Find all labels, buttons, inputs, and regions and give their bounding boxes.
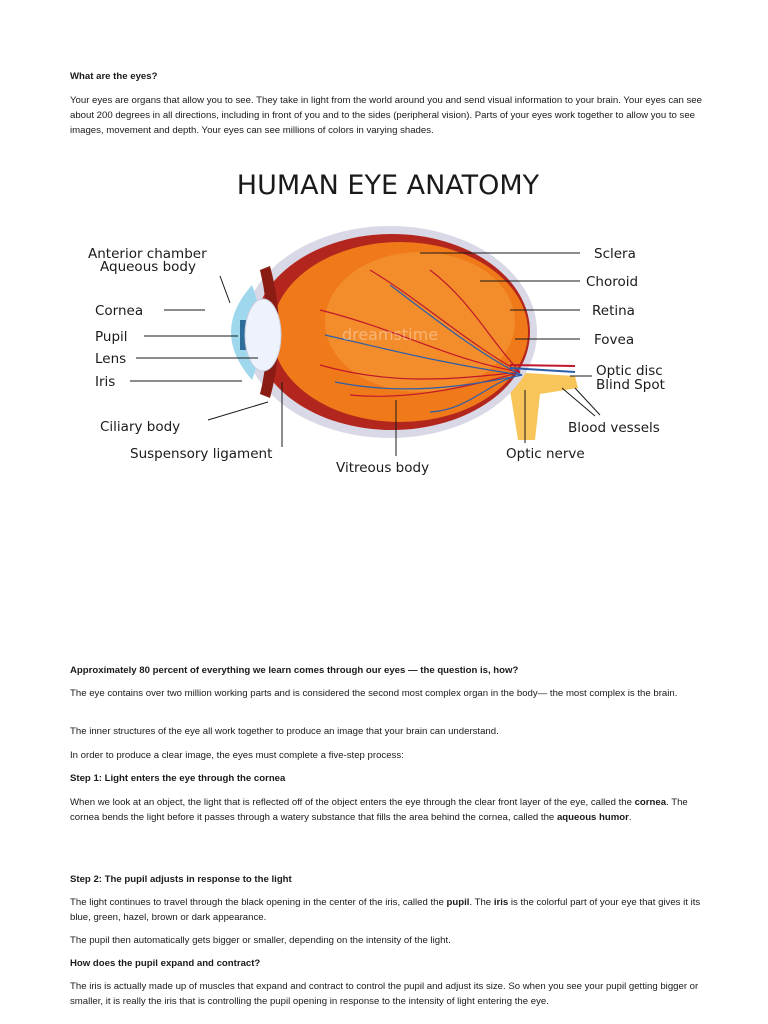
step2-heading: Step 2: The pupil adjusts in response to… [70, 874, 292, 885]
question-heading: Approximately 80 percent of everything w… [70, 665, 519, 676]
step1-paragraph: When we look at an object, the light tha… [70, 797, 688, 823]
label-blind-spot: Blind Spot [596, 377, 665, 393]
lens-shape [244, 298, 282, 372]
diagram-watermark: dreamstime [342, 325, 438, 344]
label-blood-vessels: Blood vessels [568, 420, 660, 436]
blood-vessels-shape [319, 269, 576, 413]
label-ciliary-body: Ciliary body [100, 419, 180, 435]
eye-anatomy-diagram: HUMAN EYE ANATOMY [88, 170, 665, 476]
paragraph-five-step: In order to produce a clear image, the e… [70, 750, 404, 761]
label-retina: Retina [592, 303, 635, 319]
label-cornea: Cornea [95, 303, 143, 319]
term-aqueous-humor: aqueous humor [556, 812, 629, 823]
step1-heading: Step 1: Light enters the eye through the… [70, 773, 286, 784]
term-iris: iris [493, 897, 509, 908]
label-iris: Iris [95, 374, 115, 390]
intro-paragraph: Your eyes are organs that allow you to s… [70, 95, 702, 136]
label-lens: Lens [95, 351, 126, 367]
paragraph-complexity: The eye contains over two million workin… [70, 688, 678, 699]
label-optic-nerve: Optic nerve [506, 446, 585, 462]
label-suspensory-ligament: Suspensory ligament [130, 446, 272, 462]
label-fovea: Fovea [594, 332, 634, 348]
label-pupil: Pupil [95, 329, 128, 345]
expand-heading: How does the pupil expand and contract? [70, 958, 261, 969]
optic-nerve-shape [510, 372, 578, 440]
term-pupil: pupil [446, 897, 470, 908]
paragraph-inner-structures: The inner structures of the eye all work… [70, 726, 499, 737]
step2-paragraph: The light continues to travel through th… [70, 897, 701, 923]
leader-lines [130, 252, 601, 456]
label-anterior-chamber: Anterior chamber [88, 246, 207, 262]
label-choroid: Choroid [586, 274, 638, 290]
intro-heading: What are the eyes? [70, 71, 158, 82]
paragraph-iris-muscles: The iris is actually made up of muscles … [70, 981, 699, 1007]
label-vitreous-body: Vitreous body [336, 460, 429, 476]
term-cornea: cornea [634, 797, 667, 808]
paragraph-pupil-size: The pupil then automatically gets bigger… [70, 935, 451, 946]
label-optic-disc: Optic disc [596, 363, 663, 379]
label-sclera: Sclera [594, 246, 636, 262]
diagram-title: HUMAN EYE ANATOMY [237, 170, 540, 201]
label-aqueous-body: Aqueous body [100, 259, 196, 275]
